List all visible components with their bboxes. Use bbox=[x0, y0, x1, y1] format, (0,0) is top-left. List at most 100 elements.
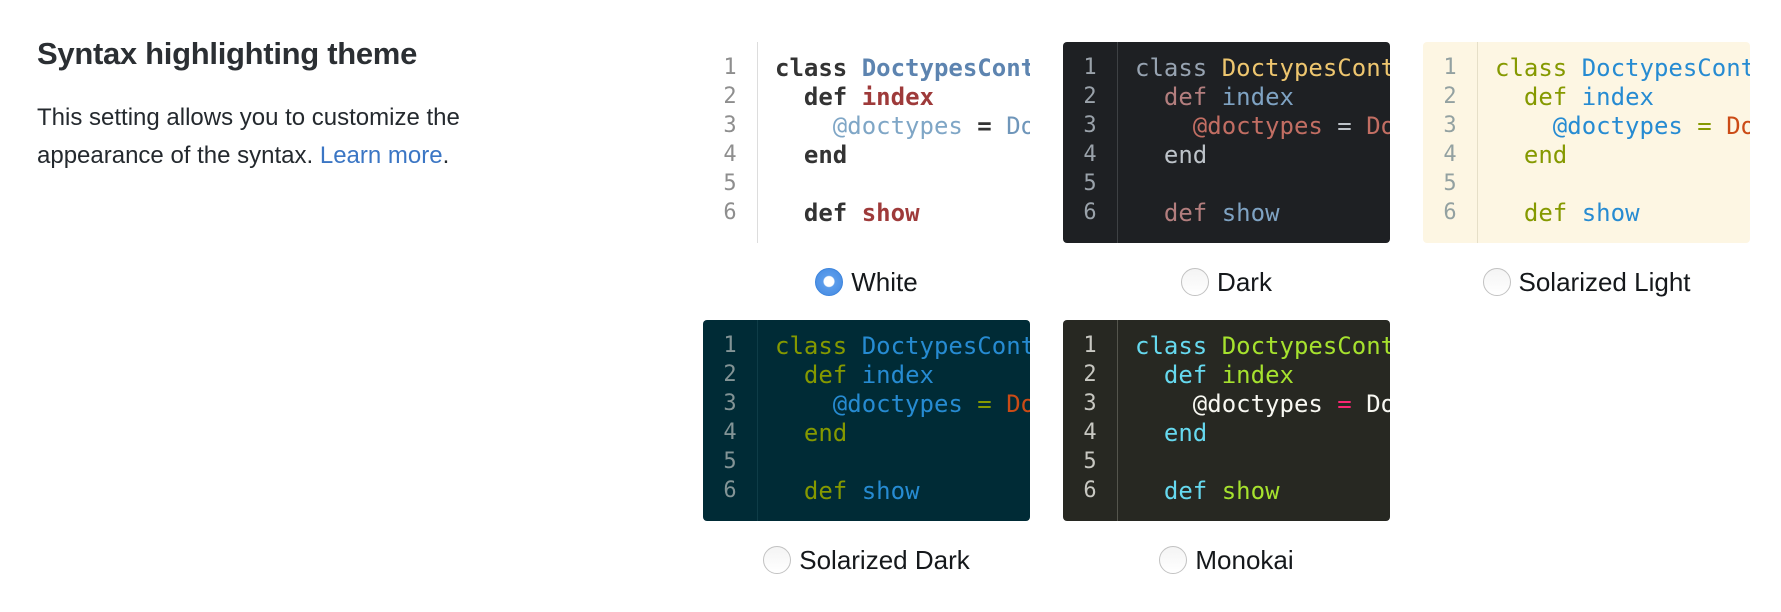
token-plain bbox=[1495, 112, 1553, 140]
code-text: end bbox=[1117, 419, 1207, 447]
code-line: 2 def index bbox=[703, 82, 1030, 111]
token-plain bbox=[847, 361, 861, 389]
line-number: 3 bbox=[1443, 113, 1457, 138]
code-line: 6 def show bbox=[1423, 198, 1750, 227]
token-kw2: def bbox=[1523, 198, 1568, 227]
token-plain bbox=[1135, 141, 1164, 169]
token-plain bbox=[963, 112, 977, 140]
token-plain bbox=[1135, 83, 1164, 111]
theme-choice-monokai[interactable]: Monokai bbox=[1063, 535, 1390, 585]
token-fn: index bbox=[1221, 360, 1294, 389]
token-plain bbox=[992, 390, 1006, 418]
line-number: 4 bbox=[1083, 420, 1097, 445]
code-text: class DoctypesController bbox=[1117, 54, 1390, 82]
code-text: def index bbox=[757, 83, 934, 111]
radio-label-solarized-dark[interactable]: Solarized Dark bbox=[799, 544, 970, 575]
page-title: Syntax highlighting theme bbox=[37, 36, 418, 71]
line-number: 2 bbox=[1083, 362, 1097, 387]
token-plain bbox=[1207, 83, 1221, 111]
token-cls: DoctypesController bbox=[1221, 53, 1390, 82]
token-plain bbox=[775, 141, 804, 169]
token-plain bbox=[847, 199, 861, 227]
code-text: @doctypes = Doctype.all bbox=[1117, 390, 1390, 418]
token-ivar: @doctypes bbox=[832, 389, 963, 418]
code-text: @doctypes = Doctype.all bbox=[1117, 112, 1390, 140]
code-line: 3 @doctypes = Doctype.all bbox=[1063, 389, 1390, 418]
line-number: 3 bbox=[723, 391, 737, 416]
code-line: 3 @doctypes = Doctype.all bbox=[703, 389, 1030, 418]
radio-label-monokai[interactable]: Monokai bbox=[1195, 544, 1294, 575]
token-plain bbox=[1207, 54, 1221, 82]
code-line: 6 def show bbox=[1063, 198, 1390, 227]
token-const: Doctype.all bbox=[1006, 111, 1030, 140]
code-text: class DoctypesController bbox=[757, 54, 1030, 82]
token-kw1: class bbox=[775, 53, 848, 82]
theme-choice-solarized-light[interactable]: Solarized Light bbox=[1423, 257, 1750, 307]
code-text: def show bbox=[757, 477, 920, 505]
token-fn: show bbox=[1221, 476, 1280, 505]
token-cls: DoctypesController bbox=[861, 331, 1030, 360]
code-line: 4 end bbox=[1063, 140, 1390, 169]
token-plain bbox=[1567, 83, 1581, 111]
token-fn: index bbox=[861, 82, 934, 111]
token-kw1: class bbox=[1495, 53, 1568, 82]
learn-more-link[interactable]: Learn more bbox=[319, 142, 443, 169]
theme-choice-solarized-dark[interactable]: Solarized Dark bbox=[703, 535, 1030, 585]
code-text: def index bbox=[1117, 83, 1294, 111]
line-number: 4 bbox=[723, 142, 737, 167]
gutter-separator bbox=[1117, 42, 1118, 243]
token-kw2: def bbox=[803, 198, 848, 227]
description-period: . bbox=[442, 142, 450, 169]
token-kw3: end bbox=[1163, 418, 1208, 447]
token-kw2: def bbox=[1163, 476, 1208, 505]
token-const: Doctype.all bbox=[1006, 389, 1030, 418]
token-plain bbox=[775, 361, 804, 389]
code-text: @doctypes = Doctype.all bbox=[1477, 112, 1750, 140]
token-plain bbox=[1135, 112, 1193, 140]
radio-dark[interactable] bbox=[1181, 268, 1210, 296]
radio-solarized-light[interactable] bbox=[1482, 268, 1511, 296]
code-line: 2 def index bbox=[703, 360, 1030, 389]
code-line: 2 def index bbox=[1063, 360, 1390, 389]
token-plain bbox=[963, 390, 977, 418]
line-number: 1 bbox=[1083, 55, 1097, 80]
token-fn: index bbox=[1581, 82, 1654, 111]
radio-label-white[interactable]: White bbox=[851, 266, 918, 297]
token-plain bbox=[1323, 390, 1337, 418]
token-plain bbox=[1207, 477, 1221, 505]
line-number: 2 bbox=[723, 362, 737, 387]
token-plain bbox=[775, 477, 804, 505]
code-text: def index bbox=[1117, 361, 1294, 389]
token-kw2: def bbox=[1163, 82, 1208, 111]
code-text: def show bbox=[1477, 199, 1640, 227]
radio-white-selected[interactable] bbox=[815, 268, 844, 296]
line-number: 5 bbox=[723, 449, 737, 474]
code-text: end bbox=[757, 141, 847, 169]
radio-label-dark[interactable]: Dark bbox=[1217, 266, 1272, 297]
token-op: = bbox=[1337, 389, 1352, 418]
radio-monokai[interactable] bbox=[1159, 546, 1188, 574]
token-fn: show bbox=[861, 476, 920, 505]
code-text: end bbox=[757, 419, 847, 447]
setting-description: This setting allows you to customize the… bbox=[37, 99, 529, 175]
line-number: 5 bbox=[1443, 171, 1457, 196]
line-number: 4 bbox=[1443, 142, 1457, 167]
token-plain bbox=[1712, 112, 1726, 140]
token-plain bbox=[775, 83, 804, 111]
token-kw3: end bbox=[803, 418, 848, 447]
token-kw1: class bbox=[1135, 331, 1208, 360]
line-number: 6 bbox=[1443, 200, 1457, 225]
radio-solarized-dark[interactable] bbox=[763, 546, 792, 574]
line-number: 6 bbox=[1083, 200, 1097, 225]
token-plain bbox=[1323, 112, 1337, 140]
token-kw2: def bbox=[803, 360, 848, 389]
theme-choice-dark[interactable]: Dark bbox=[1063, 257, 1390, 307]
radio-label-solarized-light[interactable]: Solarized Light bbox=[1518, 266, 1691, 297]
code-line: 2 def index bbox=[1063, 82, 1390, 111]
theme-choice-white[interactable]: White bbox=[703, 257, 1030, 307]
code-text: def index bbox=[757, 361, 934, 389]
code-text: def show bbox=[757, 199, 920, 227]
